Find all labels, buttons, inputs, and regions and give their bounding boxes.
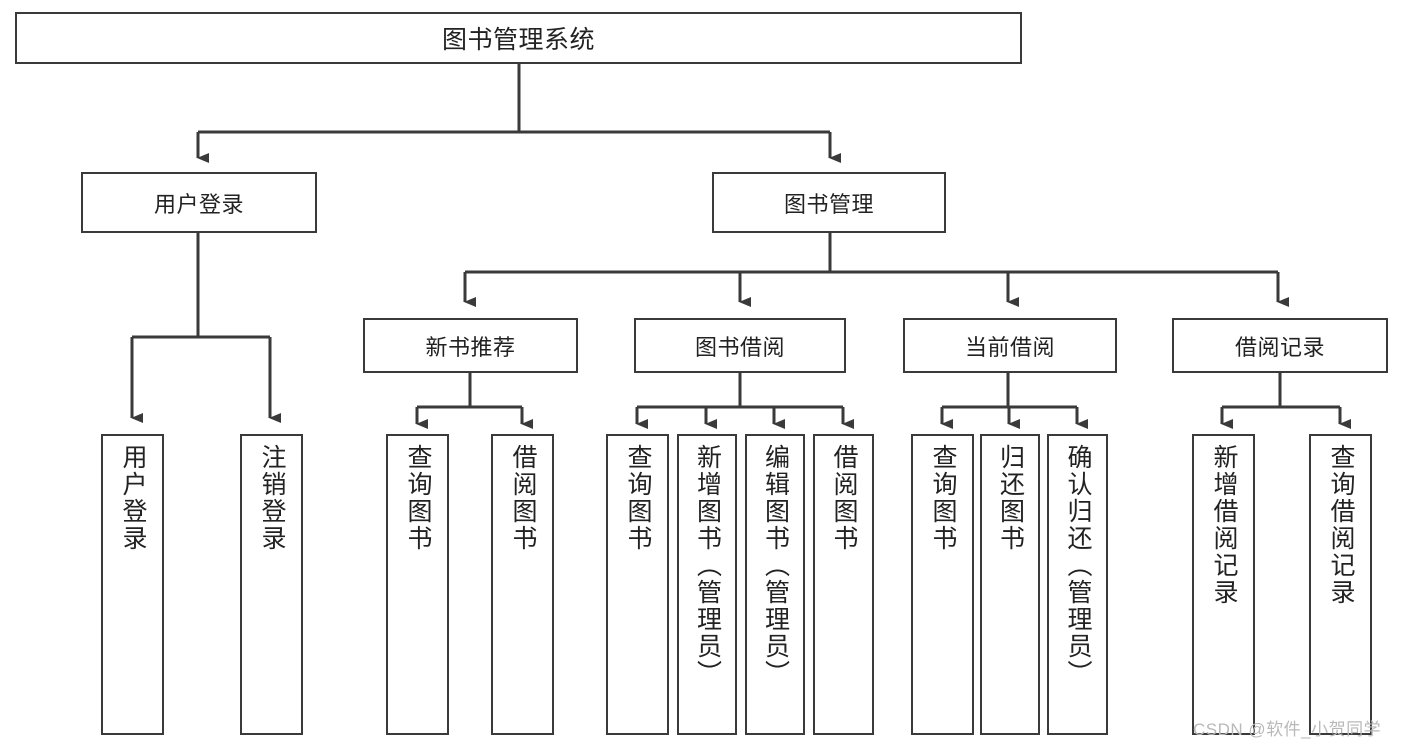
node-label: 归还图书: [996, 444, 1025, 552]
node-book-borrow[interactable]: 图书借阅: [634, 318, 846, 373]
node-label: 查询借阅记录: [1327, 444, 1355, 606]
node-user-login[interactable]: 用户登录: [81, 172, 317, 233]
node-label: 新书推荐: [425, 334, 516, 360]
node-label: 查询图书: [404, 444, 432, 552]
leaf-user-login-login[interactable]: 用户登录: [101, 434, 164, 735]
node-book-management-system[interactable]: 图书管理系统: [15, 12, 1022, 64]
node-label: 当前借阅: [964, 334, 1055, 360]
node-current-borrow[interactable]: 当前借阅: [903, 318, 1117, 373]
leaf-new-book-borrow[interactable]: 借阅图书: [491, 434, 554, 735]
node-label: 新增图书（管理员）: [693, 444, 722, 687]
node-label: 确认归还（管理员）: [1064, 444, 1092, 687]
node-label: 编辑图书（管理员）: [761, 444, 790, 687]
node-label: 查询图书: [929, 444, 957, 552]
leaf-book-borrow-borrow[interactable]: 借阅图书: [813, 434, 874, 735]
leaf-book-borrow-add[interactable]: 新增图书（管理员）: [677, 434, 737, 735]
leaf-book-borrow-query[interactable]: 查询图书: [606, 434, 669, 735]
node-label: 注销登录: [258, 444, 286, 552]
leaf-borrow-record-add[interactable]: 新增借阅记录: [1192, 434, 1255, 735]
leaf-new-book-query[interactable]: 查询图书: [386, 434, 449, 735]
node-new-book-recommend[interactable]: 新书推荐: [363, 318, 578, 373]
node-label: 图书借阅: [694, 334, 785, 360]
node-label: 借阅图书: [830, 444, 858, 552]
node-label: 用户登录: [119, 444, 147, 552]
watermark-text: CSDN @软件_小贺同学: [1193, 720, 1382, 739]
node-borrow-record[interactable]: 借阅记录: [1172, 318, 1388, 373]
leaf-current-borrow-confirm-return[interactable]: 确认归还（管理员）: [1047, 434, 1108, 735]
leaf-current-borrow-query[interactable]: 查询图书: [911, 434, 974, 735]
leaf-user-login-logout[interactable]: 注销登录: [240, 434, 303, 735]
node-label: 借阅图书: [509, 444, 537, 552]
node-label: 新增借阅记录: [1210, 444, 1238, 606]
leaf-book-borrow-edit[interactable]: 编辑图书（管理员）: [745, 434, 805, 735]
node-label: 图书管理系统: [441, 26, 595, 54]
node-label: 查询图书: [624, 444, 652, 552]
node-label: 用户登录: [153, 191, 244, 217]
node-book-management[interactable]: 图书管理: [712, 172, 946, 233]
node-label: 借阅记录: [1234, 334, 1325, 360]
leaf-borrow-record-query[interactable]: 查询借阅记录: [1309, 434, 1372, 735]
leaf-current-borrow-return[interactable]: 归还图书: [980, 434, 1040, 735]
node-label: 图书管理: [783, 191, 874, 217]
